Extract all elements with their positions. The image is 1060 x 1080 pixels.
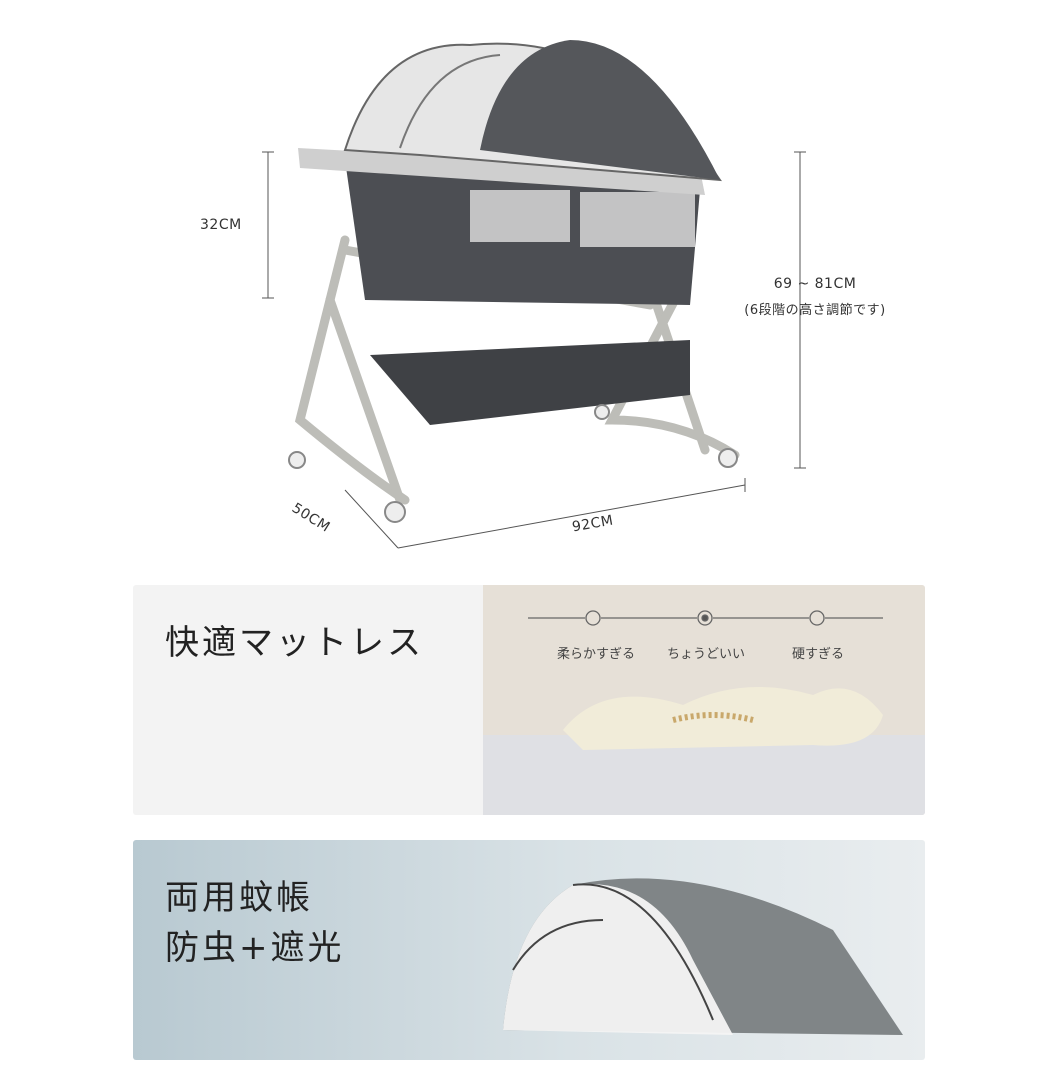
bassinet-illustration xyxy=(262,40,806,549)
mattress xyxy=(483,735,925,815)
height-label: 69 ~ 81CM xyxy=(773,276,857,292)
depth-label: 32CM xyxy=(200,217,242,233)
bed-rim xyxy=(298,148,705,195)
mattress-title: 快適マットレス xyxy=(165,623,424,663)
level-hard-radio xyxy=(809,610,825,626)
wheels xyxy=(288,404,738,523)
firmness-scale xyxy=(528,610,883,626)
net-canopy-image xyxy=(503,878,903,1035)
net-title-line2: 防虫+遮光 xyxy=(165,928,345,968)
level-right: ちょうどいい xyxy=(666,647,745,662)
level-soft-radio xyxy=(585,610,601,626)
level-right-radio xyxy=(697,610,713,626)
net-title-line1: 両用蚊帳 xyxy=(165,878,313,918)
mattress-image: 柔らかすぎる ちょうどいい 硬すぎる xyxy=(483,585,925,815)
mosquito-net-panel: 両用蚊帳 防虫+遮光 xyxy=(133,840,925,1060)
baby-figure xyxy=(563,687,883,750)
mesh-window xyxy=(470,190,570,242)
level-soft: 柔らかすぎる xyxy=(556,647,635,662)
storage-basket xyxy=(370,340,690,425)
dimension-lines xyxy=(262,151,806,549)
level-hard: 硬すぎる xyxy=(791,647,844,662)
mattress-panel: 快適マットレス 柔らかすぎる ちょうどいい 硬すぎる xyxy=(133,585,925,815)
height-note: (6段階の高さ調節です) xyxy=(744,303,886,318)
